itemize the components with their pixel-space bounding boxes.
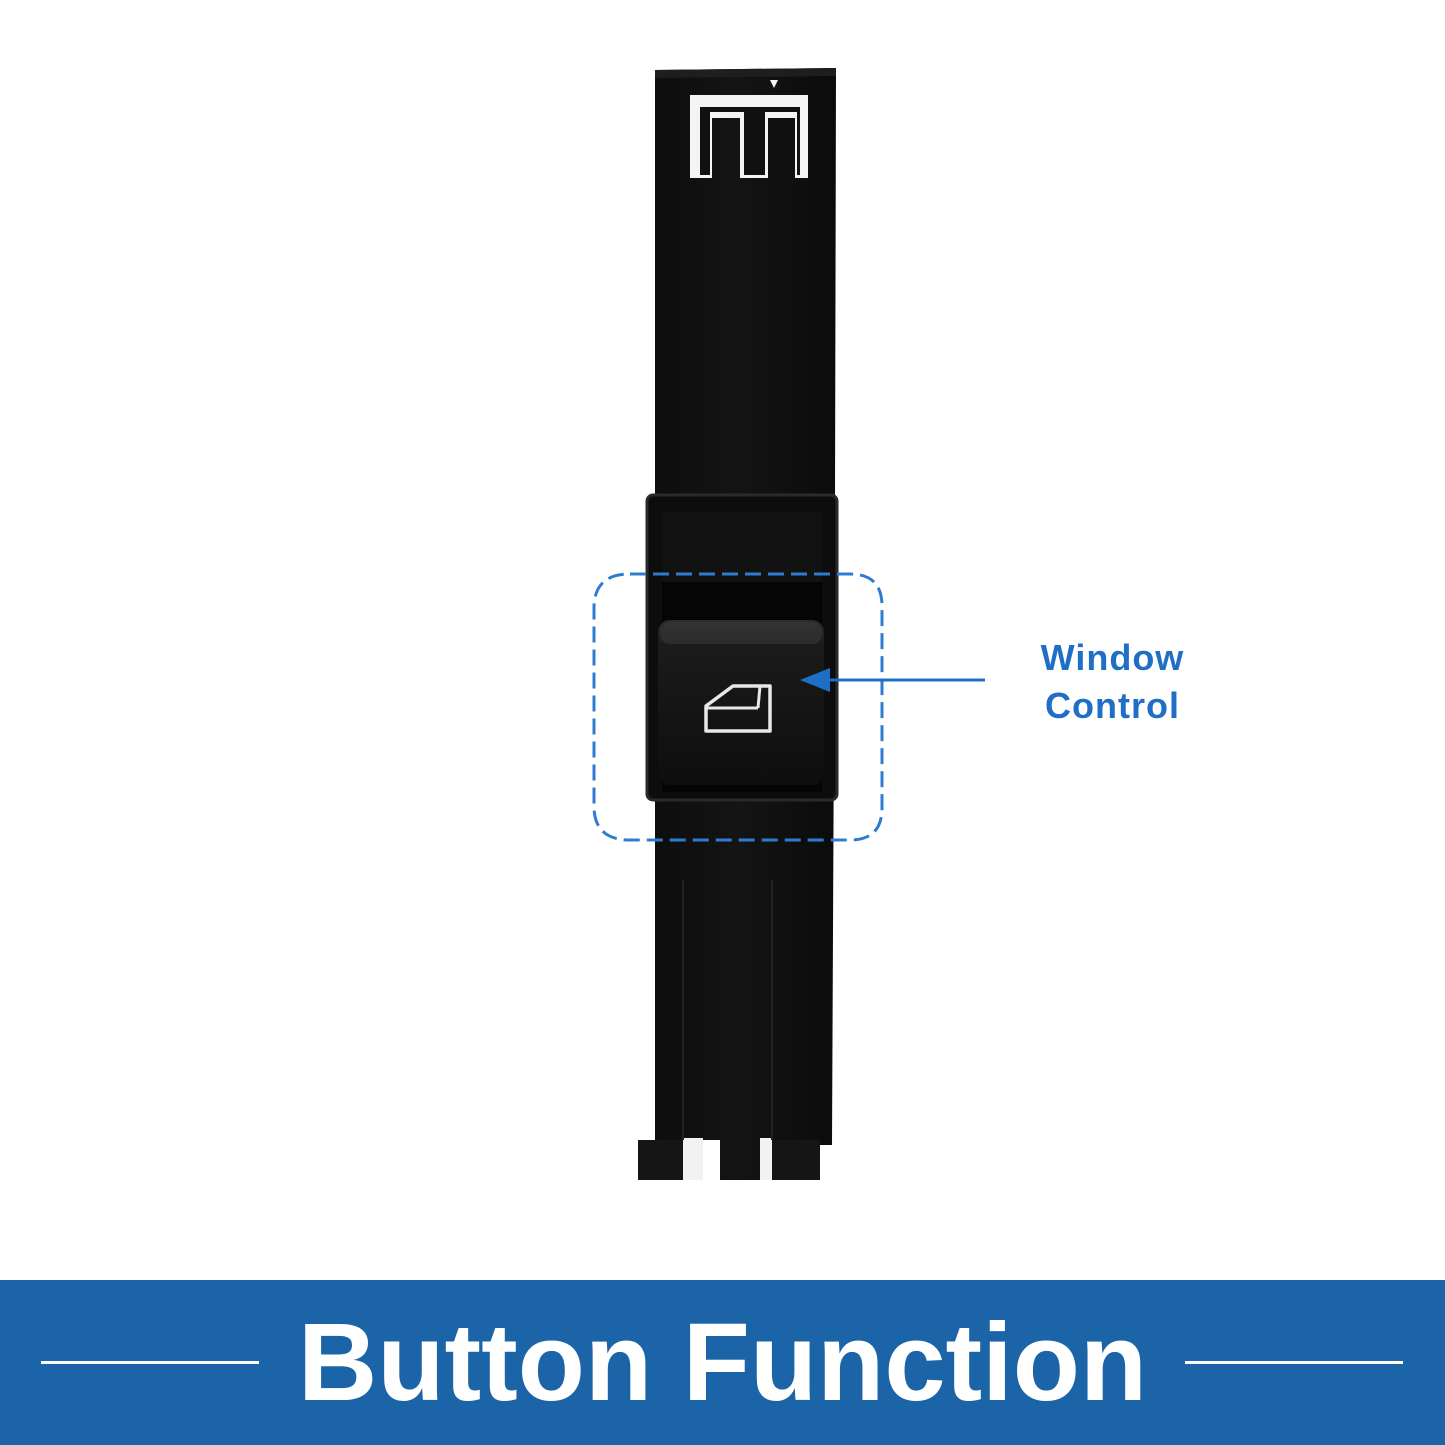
banner-divider-right <box>1185 1361 1403 1364</box>
banner-title: Button Function <box>297 1301 1148 1424</box>
title-banner: Button Function <box>0 1280 1445 1445</box>
product-photo: Window Control <box>592 68 1240 1180</box>
window-icon <box>704 684 772 733</box>
highlight-dashed-box <box>592 572 884 842</box>
callout-line-1: Window <box>1040 637 1185 678</box>
callout-arrow <box>800 668 985 692</box>
banner-divider-left <box>41 1361 259 1364</box>
window-switch-button <box>658 620 824 785</box>
window-control-label: Window Control <box>985 634 1240 730</box>
window-switch-product <box>592 68 985 1180</box>
clip-cutout <box>690 80 808 178</box>
callout-line-2: Control <box>1045 685 1180 726</box>
